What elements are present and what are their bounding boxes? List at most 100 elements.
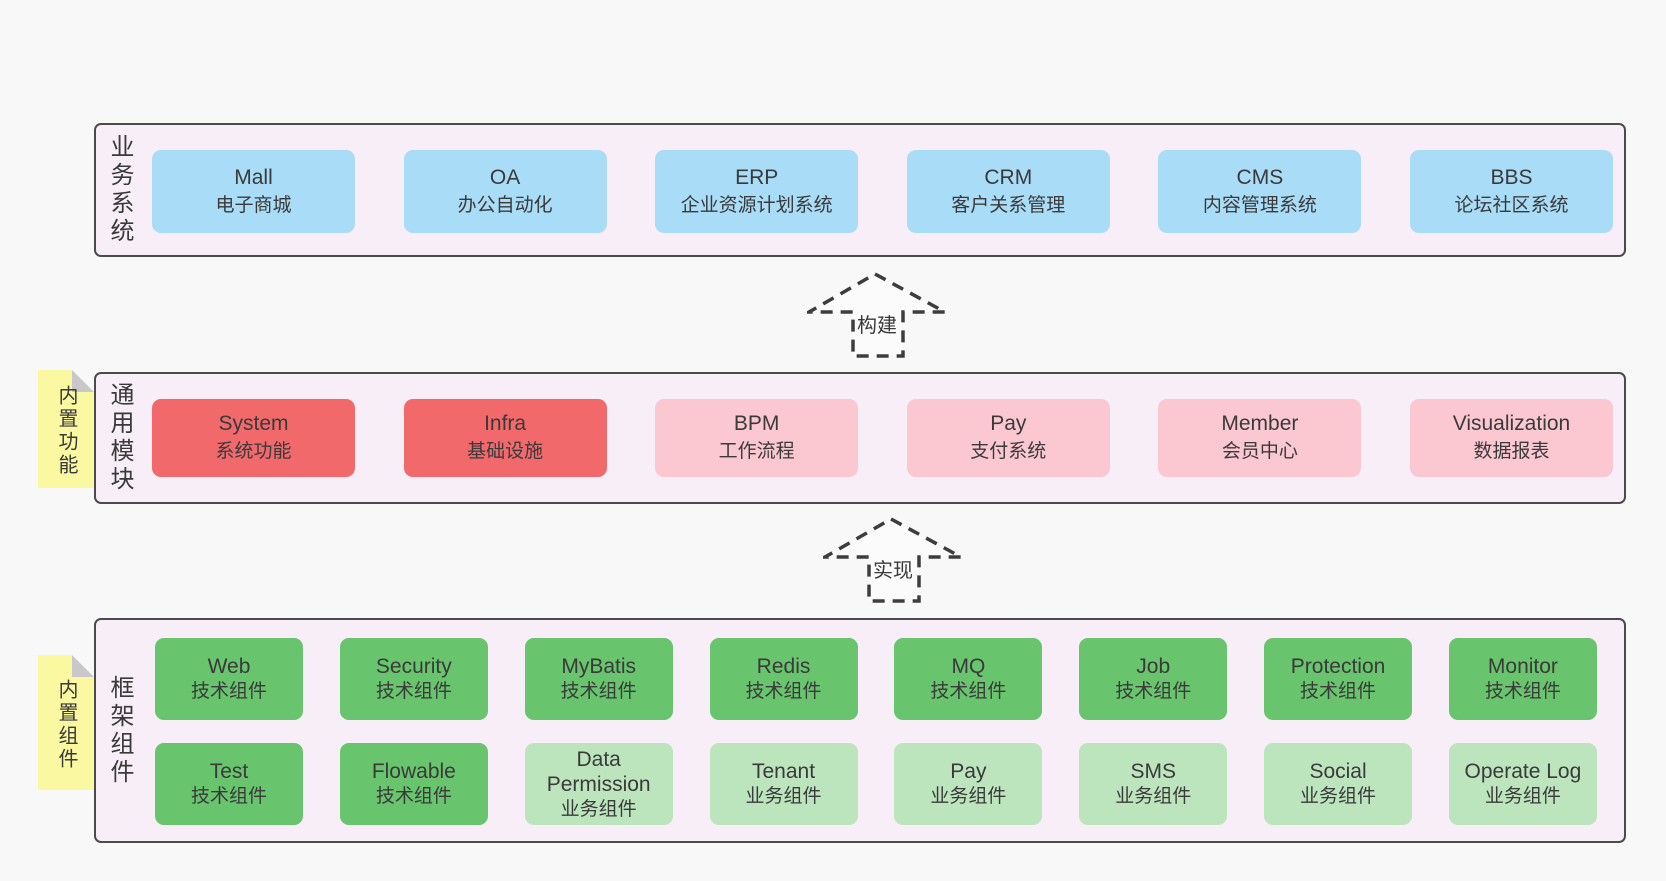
folded-corner-icon — [72, 370, 94, 392]
node-subtitle: 技术组件 — [1115, 681, 1192, 702]
node-subtitle: 业务组件 — [560, 798, 637, 820]
node-subtitle: 业务组件 — [930, 786, 1007, 807]
node-title: SMS — [1130, 760, 1176, 783]
sticky-note-text: 内置功能 — [55, 385, 77, 478]
arrow-implement: 实现 — [823, 516, 963, 604]
node-visualization: Visualization 数据报表 — [1409, 399, 1613, 477]
node-bpm: BPM 工作流程 — [655, 399, 859, 477]
node-web: Web 技术组件 — [155, 638, 303, 720]
node-subtitle: 技术组件 — [1300, 681, 1377, 702]
node-crm: CRM 客户关系管理 — [906, 150, 1110, 233]
node-title: CMS — [1236, 165, 1284, 189]
node-oa: OA 办公自动化 — [403, 150, 607, 233]
node-subtitle: 基础设施 — [467, 441, 544, 462]
node-subtitle: 系统功能 — [215, 441, 292, 462]
node-title: MQ — [951, 655, 986, 678]
node-data-permission: Data Permission 业务组件 — [524, 743, 673, 825]
node-title: Social — [1309, 760, 1367, 783]
node-title: BBS — [1490, 165, 1533, 189]
node-test: Test 技术组件 — [155, 743, 303, 825]
node-subtitle: 技术组件 — [375, 786, 452, 807]
node-job: Job 技术组件 — [1079, 638, 1228, 720]
node-system: System 系统功能 — [152, 399, 355, 477]
node-sms: SMS 业务组件 — [1079, 743, 1228, 825]
node-title: Protection — [1290, 655, 1386, 678]
node-subtitle: 电子商城 — [215, 194, 292, 216]
node-tenant: Tenant 业务组件 — [709, 743, 858, 825]
node-mq: MQ 技术组件 — [894, 638, 1043, 720]
business-box-row: Mall 电子商城 OA 办公自动化 ERP 企业资源计划系统 CRM 客户关系… — [152, 150, 1613, 233]
node-protection: Protection 技术组件 — [1264, 638, 1413, 720]
node-subtitle: 办公自动化 — [457, 194, 553, 216]
node-social: Social 业务组件 — [1264, 743, 1413, 825]
node-subtitle: 工作流程 — [718, 441, 795, 462]
arrow-build: 构建 — [807, 271, 947, 359]
node-subtitle: 技术组件 — [375, 681, 452, 702]
node-title: Visualization — [1452, 412, 1571, 435]
node-title: Mall — [234, 165, 273, 189]
band-label-modules: 通用模块 — [106, 382, 133, 494]
node-subtitle: 支付系统 — [970, 441, 1047, 462]
node-subtitle: 业务组件 — [1484, 786, 1561, 807]
components-box-row-2: Test 技术组件 Flowable 技术组件 Data Permission … — [155, 743, 1597, 825]
band-business-systems: 业务系统 Mall 电子商城 OA 办公自动化 ERP 企业资源计划系统 CRM… — [94, 123, 1626, 257]
arrow-build-label: 构建 — [855, 315, 899, 337]
sticky-note-builtin-features: 内置功能 — [38, 370, 94, 488]
node-title: Operate Log — [1464, 760, 1582, 783]
node-title: OA — [489, 165, 521, 189]
node-subtitle: 客户关系管理 — [951, 194, 1066, 216]
node-subtitle: 技术组件 — [560, 681, 637, 702]
band-common-modules: 通用模块 System 系统功能 Infra 基础设施 BPM 工作流程 Pay… — [94, 372, 1626, 504]
node-subtitle: 技术组件 — [190, 681, 267, 702]
node-mybatis: MyBatis 技术组件 — [524, 638, 673, 720]
node-cms: CMS 内容管理系统 — [1158, 150, 1362, 233]
node-title: Member — [1221, 412, 1299, 435]
node-subtitle: 业务组件 — [1300, 786, 1377, 807]
node-security: Security 技术组件 — [339, 638, 488, 720]
node-title: Monitor — [1487, 655, 1558, 678]
node-title: MyBatis — [561, 655, 637, 678]
node-monitor: Monitor 技术组件 — [1448, 638, 1597, 720]
node-operate-log: Operate Log 业务组件 — [1448, 743, 1597, 825]
node-subtitle: 业务组件 — [1115, 786, 1192, 807]
node-title: Tenant — [752, 760, 816, 783]
node-pay: Pay 支付系统 — [906, 399, 1110, 477]
modules-box-row: System 系统功能 Infra 基础设施 BPM 工作流程 Pay 支付系统… — [152, 399, 1613, 477]
node-subtitle: 业务组件 — [745, 786, 822, 807]
node-bbs: BBS 论坛社区系统 — [1409, 150, 1613, 233]
folded-corner-icon — [72, 655, 94, 677]
node-title: ERP — [735, 165, 779, 189]
node-subtitle: 技术组件 — [190, 786, 267, 807]
node-subtitle: 技术组件 — [930, 681, 1007, 702]
band-framework-components: 框架组件 Web 技术组件 Security 技术组件 MyBatis 技术组件… — [94, 618, 1626, 843]
arrow-implement-label: 实现 — [871, 560, 915, 582]
node-title: CRM — [984, 165, 1033, 189]
node-member: Member 会员中心 — [1158, 399, 1362, 477]
node-title: Test — [209, 760, 249, 783]
components-box-row-1: Web 技术组件 Security 技术组件 MyBatis 技术组件 Redi… — [155, 638, 1597, 720]
node-subtitle: 企业资源计划系统 — [680, 194, 833, 216]
node-title: Job — [1136, 655, 1171, 678]
node-erp: ERP 企业资源计划系统 — [655, 150, 859, 233]
node-infra: Infra 基础设施 — [403, 399, 607, 477]
sticky-note-text: 内置组件 — [55, 679, 77, 772]
node-flowable: Flowable 技术组件 — [339, 743, 488, 825]
node-subtitle: 数据报表 — [1473, 441, 1550, 462]
node-mall: Mall 电子商城 — [152, 150, 355, 233]
node-subtitle: 技术组件 — [1484, 681, 1561, 702]
node-title: Infra — [484, 412, 527, 435]
node-redis: Redis 技术组件 — [709, 638, 858, 720]
node-title: Pay — [950, 760, 987, 783]
node-subtitle: 内容管理系统 — [1202, 194, 1317, 216]
sticky-note-builtin-components: 内置组件 — [38, 655, 94, 790]
node-subtitle: 论坛社区系统 — [1454, 194, 1569, 216]
node-title: BPM — [733, 412, 780, 435]
band-label-components: 框架组件 — [106, 674, 133, 787]
node-title: Web — [207, 655, 251, 678]
node-title: Security — [375, 655, 452, 678]
node-title: Redis — [756, 655, 811, 678]
node-title: Data Permission — [546, 747, 651, 796]
node-subtitle: 会员中心 — [1221, 441, 1298, 462]
band-label-business: 业务系统 — [106, 134, 133, 246]
